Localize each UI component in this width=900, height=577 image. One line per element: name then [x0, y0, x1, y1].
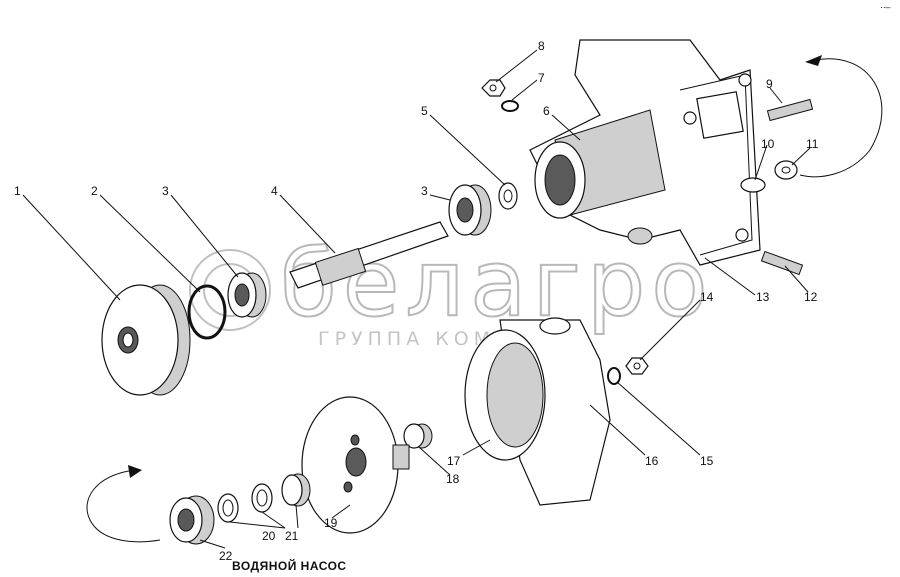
callout-2: 2	[91, 184, 98, 198]
part-bearing-right	[448, 184, 492, 236]
part-bearing-left	[227, 272, 267, 318]
corner-mark: ·∙–	[880, 2, 891, 12]
callout-labels: 1 2 3 4 3 5 6 7 8 9 10 11 12 13 14 15 16…	[14, 39, 819, 563]
part-cover	[464, 317, 611, 506]
callout-5: 5	[421, 104, 428, 118]
callout-18: 18	[446, 472, 460, 486]
part-stud-top	[766, 98, 814, 122]
part-housing	[529, 39, 761, 266]
part-pulley-hub	[101, 284, 191, 396]
callout-17: 17	[447, 454, 461, 468]
callout-11: 11	[806, 137, 819, 151]
watermark-brand: белагро	[280, 230, 714, 337]
diagram-caption: ВОДЯНОЙ НАСОС	[232, 558, 347, 573]
part-ring-21a	[251, 483, 273, 513]
leader-lines	[22, 49, 811, 549]
part-washer-right	[774, 160, 798, 180]
callout-21: 21	[285, 529, 299, 543]
part-washer-top	[501, 100, 519, 112]
callout-15: 15	[700, 454, 714, 468]
callout-1: 1	[14, 184, 21, 198]
callout-10: 10	[761, 137, 775, 151]
callout-14: 14	[700, 290, 714, 304]
callout-16: 16	[645, 454, 659, 468]
part-stud-bottom	[760, 250, 804, 276]
callout-20: 20	[262, 529, 276, 543]
part-seal	[498, 182, 518, 210]
part-ring-21b	[217, 493, 239, 523]
callout-12: 12	[804, 290, 818, 304]
rotation-arrow-bottom	[86, 465, 161, 543]
rotation-arrow-top	[799, 55, 883, 178]
callout-13: 13	[756, 290, 770, 304]
callout-8: 8	[538, 39, 545, 53]
watermark: белагро ГРУППА КОМПАНИЙ	[189, 229, 714, 350]
part-nut-right	[625, 357, 649, 375]
part-ring-20	[281, 473, 311, 507]
part-nut-top	[481, 79, 506, 97]
callout-3-left: 3	[162, 184, 169, 198]
callout-6: 6	[543, 104, 550, 118]
callout-22: 22	[219, 549, 233, 563]
callout-4: 4	[271, 184, 278, 198]
part-washer-lower	[607, 367, 621, 385]
part-snap-ring	[187, 284, 227, 340]
part-seal-lower	[403, 423, 433, 449]
part-shaft	[289, 221, 449, 289]
callout-7: 7	[538, 71, 545, 85]
callout-3-right: 3	[421, 184, 428, 198]
part-nut-22	[169, 495, 215, 545]
part-bushing	[740, 177, 766, 193]
part-impeller	[301, 396, 410, 534]
callout-9: 9	[766, 77, 773, 91]
callout-19: 19	[324, 516, 338, 530]
